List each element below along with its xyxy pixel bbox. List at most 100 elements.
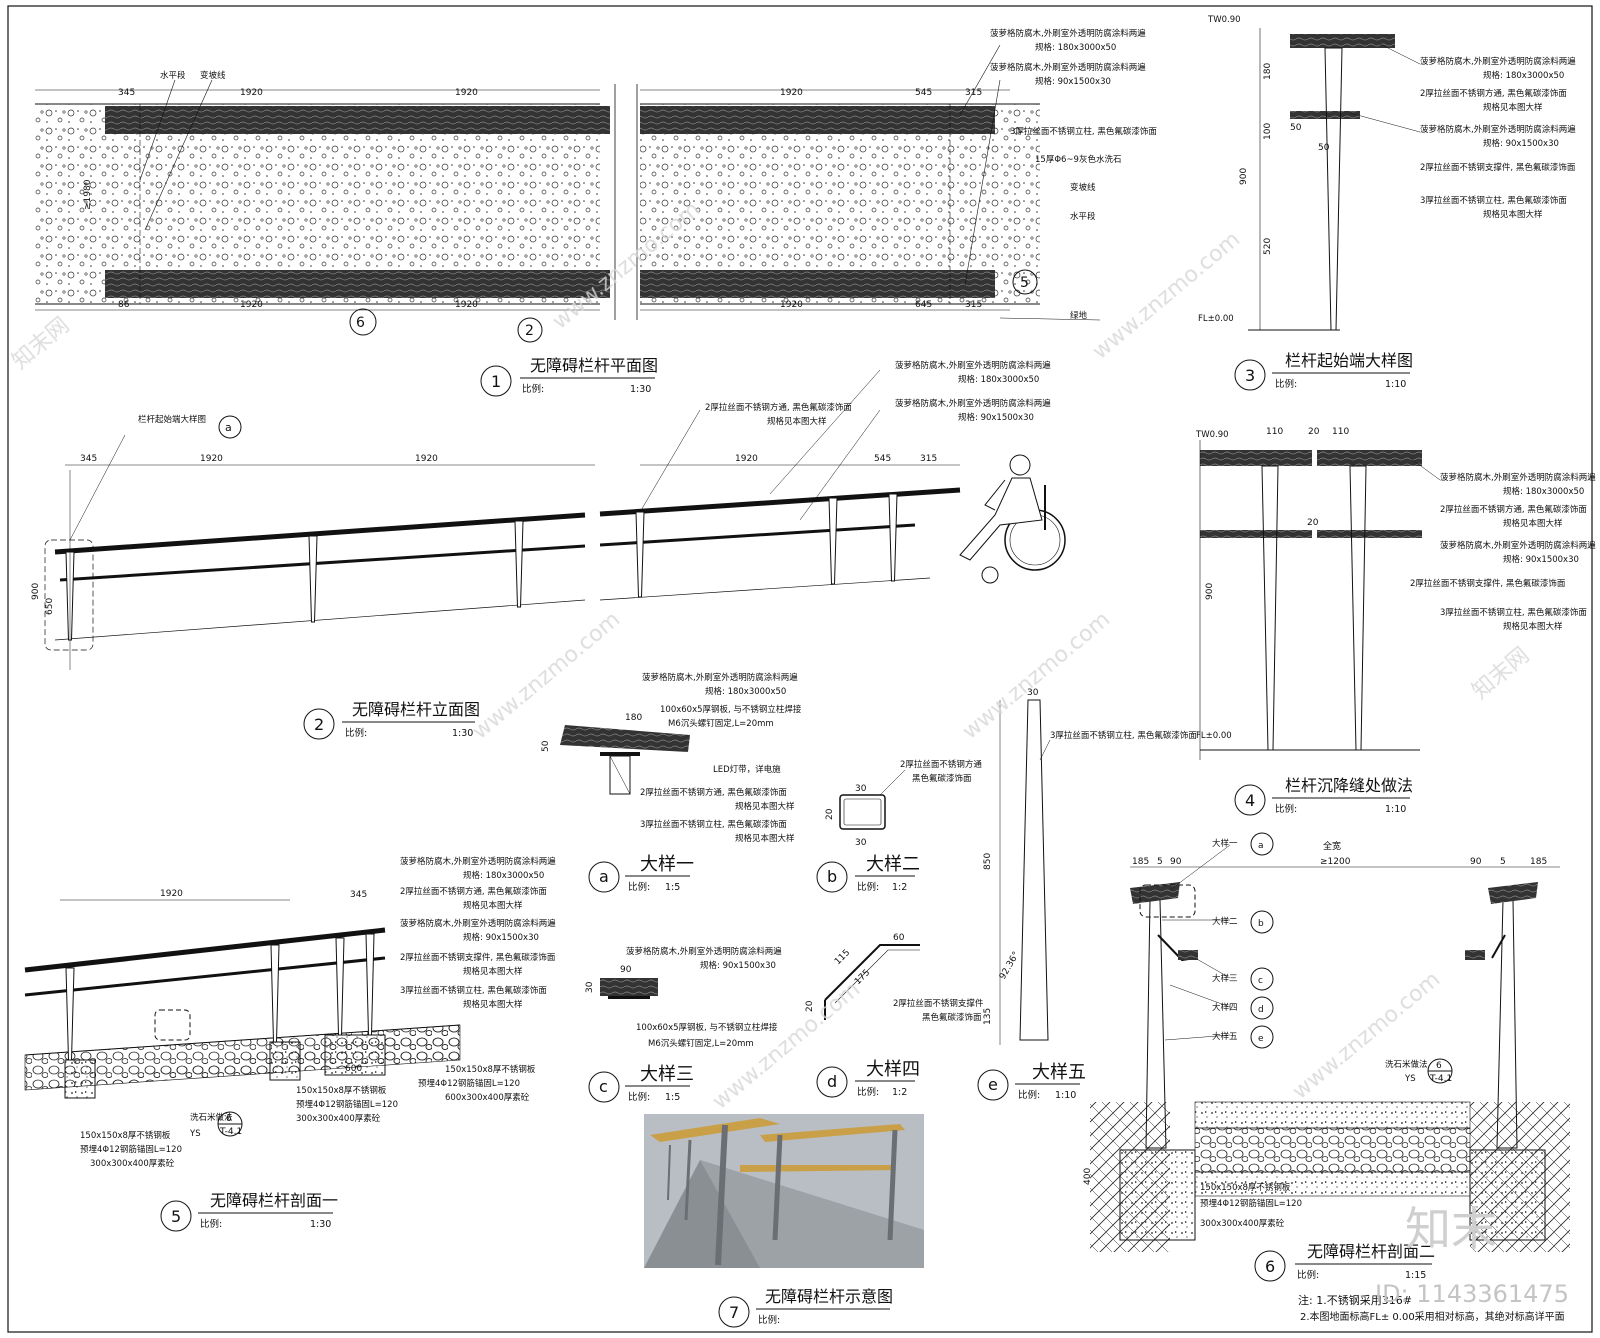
elev-post-4 [828, 497, 838, 585]
elev-ref-a: a [225, 421, 232, 434]
plan-view: 345 1920 1920 1920 545 315 86 1920 1920 … [35, 28, 1157, 343]
title-1-scale: 1:30 [630, 384, 651, 395]
s1-plate: 150x150x8厚不锈钢板 [445, 1064, 536, 1075]
detail-c: 90 30 菠萝格防腐木,外刷室外透明防腐涂料两遍 规格: 90x1500x30… [585, 946, 782, 1049]
elev-post-2 [514, 520, 524, 608]
title-7-num: 7 [729, 1303, 739, 1322]
s1-brace-see: 规格见本图大样 [463, 966, 523, 977]
dc-wood2: 菠萝格防腐木,外刷室外透明防腐涂料两遍 [626, 946, 782, 957]
dd-dim-20: 20 [805, 1000, 815, 1012]
render-illustration [644, 1114, 924, 1268]
s2-ref-c: c [1258, 976, 1263, 986]
start-post-see: 规格见本图大样 [1483, 209, 1543, 220]
elev-dim-545: 545 [874, 454, 891, 464]
title-2-scale: 1:30 [452, 728, 473, 739]
title-4-num: 4 [1245, 791, 1255, 810]
elev-tube: 2厚拉丝面不锈钢方通, 黑色氟碳漆饰面 [705, 402, 852, 413]
section-two: 185 5 90 ≥1200 90 5 185 全宽 400 大样一 大样二 大… [1083, 832, 1570, 1252]
wm-site-6: www.znzmo.com [1288, 967, 1445, 1105]
title-4-scale: 1:10 [1385, 804, 1406, 815]
section-post-1 [270, 944, 280, 1043]
title-4-text: 栏杆沉降缝处做法 [1285, 776, 1413, 795]
s1-anchor-b: 预埋4Φ12钢筋锚固L=120 [296, 1099, 398, 1110]
section-post-3 [365, 933, 375, 1036]
db-dim-20: 20 [825, 808, 835, 820]
joint-dim-20: 20 [1308, 427, 1320, 437]
title-5-scale-label: 比例: [200, 1218, 222, 1230]
s2-ref-d: d [1258, 1005, 1264, 1015]
title-2-text: 无障碍栏杆立面图 [352, 700, 480, 719]
elev-dim-1920-a: 1920 [200, 454, 223, 464]
s2-dim-90b: 90 [1470, 857, 1482, 867]
s1-wood1: 菠萝格防腐木,外刷室外透明防腐涂料两遍 [400, 856, 556, 867]
start-dim-50: 50 [1290, 123, 1302, 133]
title-a-text: 大样一 [640, 854, 694, 875]
elev-post-5 [888, 493, 898, 582]
plan-ref-5: 5 [1020, 275, 1029, 291]
title-7-scale-label: 比例: [758, 1314, 780, 1326]
joint-brace: 2厚拉丝面不锈钢支撑件, 黑色氟碳漆饰面 [1410, 578, 1566, 589]
title-e-scale-label: 比例: [1018, 1089, 1040, 1101]
title-d-scale: 1:2 [892, 1087, 907, 1098]
start-wood2-spec: 规格: 90x1500x30 [1483, 138, 1559, 149]
joint-wood2: 菠萝格防腐木,外刷室外透明防腐涂料两遍 [1440, 540, 1596, 551]
joint-wood1-spec: 规格: 180x3000x50 [1503, 486, 1584, 497]
title-3-num: 3 [1245, 366, 1255, 385]
joint-tw: TW0.90 [1195, 430, 1229, 440]
s2-ref-a: a [1258, 841, 1264, 851]
note-1: 注: 1.不锈钢采用316# [1298, 1293, 1412, 1307]
dc-m6: M6沉头螺钉固定,L=20mm [648, 1038, 754, 1049]
da-m6: M6沉头螺钉固定,L=20mm [668, 718, 774, 729]
title-4-scale-label: 比例: [1275, 803, 1297, 815]
title-d-scale-label: 比例: [857, 1086, 879, 1098]
plan-dim-1980: ≥1980 [83, 179, 93, 210]
elevation-view: 345 1920 1920 1920 545 315 900 650 栏杆起始端… [31, 360, 1066, 670]
db-tube-a: 2厚拉丝面不锈钢方通 [900, 759, 982, 770]
s2-d3: 大样三 [1212, 973, 1238, 984]
title-block-a: a 大样一 比例: 1:5 [588, 854, 694, 893]
settlement-joint-detail: TW0.90 FL±0.00 110 20 110 20 900 菠萝格防腐木,… [1195, 427, 1596, 760]
s1-conc600: 600x300x400厚素砼 [445, 1092, 530, 1103]
section-post-0 [65, 967, 75, 1061]
title-a-scale: 1:5 [665, 882, 680, 893]
s2-conc300: 300x300x400厚素砼 [1200, 1218, 1285, 1229]
s1-tube: 2厚拉丝面不锈钢方通, 黑色氟碳漆饰面 [400, 886, 547, 897]
s1-ys: YS [189, 1129, 201, 1139]
plan-wood1-spec: 规格: 180x3000x50 [1035, 42, 1116, 53]
s1-plate-c: 150x150x8厚不锈钢板 [80, 1130, 171, 1141]
plan-pebble: 15厚Φ6~9灰色水洗石 [1035, 154, 1121, 165]
title-3-text: 栏杆起始端大样图 [1285, 351, 1413, 370]
s2-ref-6: 6 [1436, 1061, 1442, 1071]
s1-ref-t41: T-4.1 [219, 1127, 242, 1137]
start-post: 3厚拉丝面不锈钢立柱, 黑色氟碳漆饰面 [1420, 195, 1567, 206]
dd-brace-a: 2厚拉丝面不锈钢支撑件 [893, 998, 984, 1009]
title-c-scale: 1:5 [665, 1092, 680, 1103]
plan-slope-label: 变坡线 [200, 70, 226, 81]
da-post-see: 规格见本图大样 [735, 833, 795, 844]
s2-dim-90a: 90 [1170, 857, 1182, 867]
joint-fl: FL±0.00 [1196, 731, 1232, 741]
title-6-text: 无障碍栏杆剖面二 [1307, 1242, 1435, 1261]
title-e-scale: 1:10 [1055, 1090, 1076, 1101]
plan-dim-1920-e: 1920 [455, 300, 478, 310]
title-a-num: a [599, 867, 609, 886]
s1-post-see: 规格见本图大样 [463, 999, 523, 1010]
title-7-text: 无障碍栏杆示意图 [765, 1287, 893, 1306]
joint-post-see: 规格见本图大样 [1503, 621, 1563, 632]
joint-dim-110b: 110 [1332, 427, 1349, 437]
s2-all-width: 全宽 [1323, 840, 1341, 852]
start-dim-50b: 50 [1318, 143, 1330, 153]
de-post: 3厚拉丝面不锈钢立柱, 黑色氟碳漆饰面 [1050, 730, 1197, 741]
plan-green-label: 绿地 [1070, 310, 1088, 321]
start-dim-520: 520 [1263, 238, 1273, 255]
section-post-2 [335, 937, 345, 1036]
start-wood2: 菠萝格防腐木,外刷室外透明防腐涂料两遍 [1420, 124, 1576, 135]
dd-dim-115: 115 [833, 948, 852, 967]
s2-washstone: 洗石米做法 [1385, 1059, 1428, 1070]
title-block-3: 3 栏杆起始端大样图 比例: 1:10 [1234, 351, 1413, 391]
joint-dim-110a: 110 [1266, 427, 1283, 437]
s1-wood2: 菠萝格防腐木,外刷室外透明防腐涂料两遍 [400, 918, 556, 929]
title-6-num: 6 [1265, 1257, 1275, 1276]
plan-dim-846: 86 [118, 300, 130, 310]
